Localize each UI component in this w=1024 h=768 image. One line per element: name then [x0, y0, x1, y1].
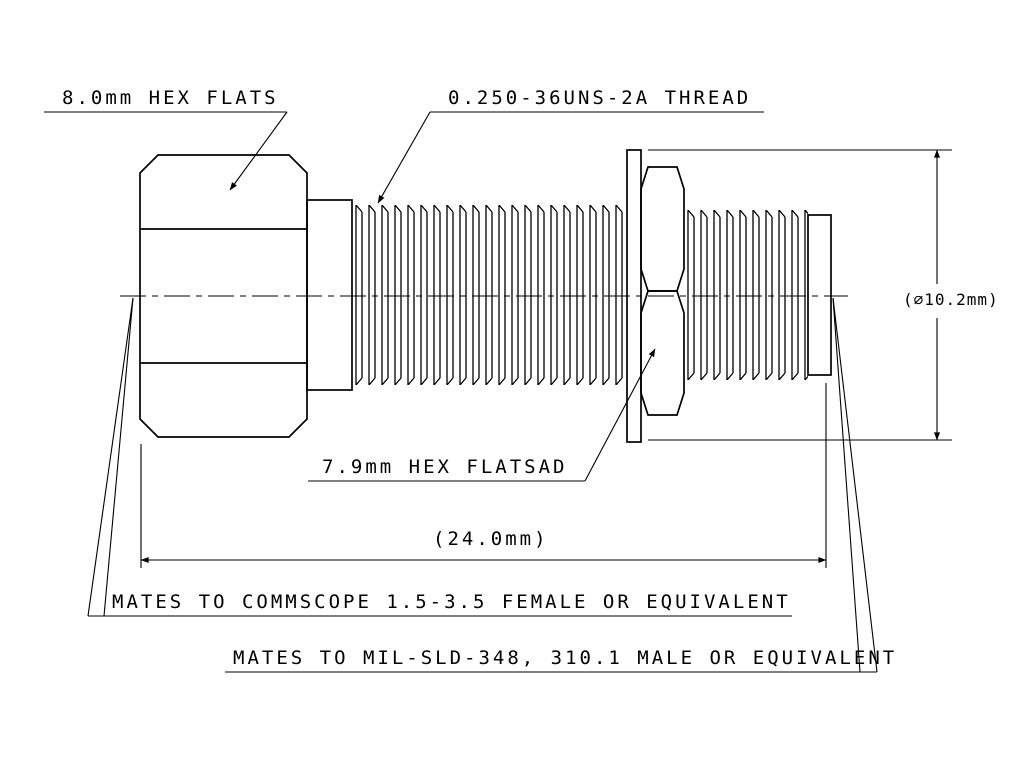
- hex-flats-79-label: 7.9mm HEX FLATSAD: [322, 456, 567, 478]
- female-mate-leader-b: [103, 297, 134, 617]
- thread-spec-label: 0.250-36UNS-2A THREAD: [448, 87, 751, 109]
- callout-hex-flats-8: 8.0mm HEX FLATS: [44, 87, 288, 191]
- thread-spec-leader: [377, 111, 431, 204]
- female-mate-leader-a: [87, 297, 134, 617]
- length-dimension: (24.0mm): [140, 383, 827, 568]
- length-dim-label: (24.0mm): [433, 528, 549, 550]
- flange: [626, 149, 642, 443]
- callout-hex-flats-79: 7.9mm HEX FLATSAD: [308, 348, 656, 482]
- female-mate-label: MATES TO COMMSCOPE 1.5-3.5 FEMALE OR EQU…: [112, 591, 791, 613]
- connector-body: [120, 149, 848, 443]
- hex-nut-8mm: [139, 154, 308, 438]
- hex-flats-79-leader: [584, 348, 656, 482]
- note-female-mate: MATES TO COMMSCOPE 1.5-3.5 FEMALE OR EQU…: [87, 297, 792, 617]
- callout-thread-spec: 0.250-36UNS-2A THREAD: [377, 87, 764, 204]
- hex-flats-8-leader: [229, 111, 288, 191]
- male-mate-leader-b: [832, 297, 861, 673]
- diameter-dim-label: (∅10.2mm): [903, 290, 999, 309]
- thread-section-2: [684, 210, 808, 380]
- thread-section-1: [352, 205, 627, 385]
- hex-coupling-79mm: [640, 166, 685, 416]
- connector-tip: [807, 214, 832, 376]
- male-mate-label: MATES TO MIL-SLD-348, 310.1 MALE OR EQUI…: [233, 647, 897, 669]
- neck-section: [306, 199, 353, 391]
- male-mate-leader-a: [832, 297, 878, 673]
- hex-flats-8-label: 8.0mm HEX FLATS: [62, 87, 279, 109]
- note-male-mate: MATES TO MIL-SLD-348, 310.1 MALE OR EQUI…: [225, 297, 897, 673]
- diameter-dimension: (∅10.2mm): [648, 149, 999, 441]
